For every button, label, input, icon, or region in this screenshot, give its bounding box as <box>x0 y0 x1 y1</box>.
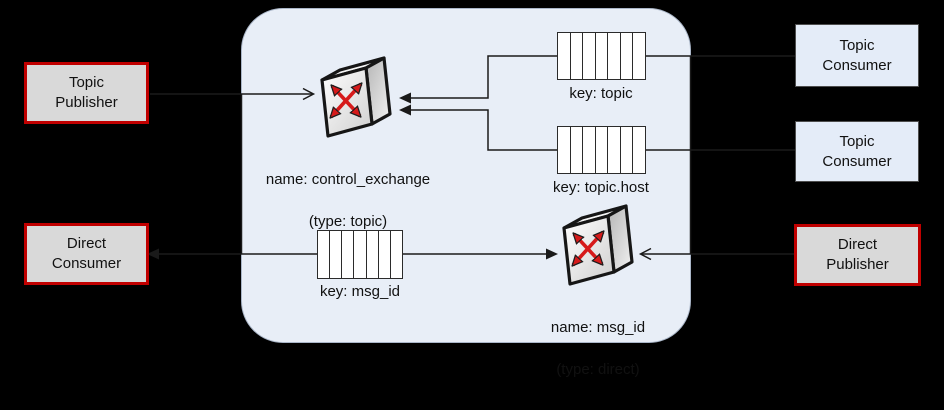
queue-cell <box>633 33 645 79</box>
msg-id-exchange-type: (type: direct) <box>556 361 640 378</box>
queue-cell <box>596 33 609 79</box>
queue-cell <box>608 127 621 173</box>
queue-cell <box>571 33 584 79</box>
queue-cell <box>621 127 634 173</box>
control-exchange-type: (type: topic) <box>308 213 388 230</box>
queue-cell <box>379 231 391 278</box>
queue-msg-id <box>317 230 403 279</box>
direct-consumer-node: Direct Consumer <box>24 223 149 285</box>
queue-topic-label: key: topic <box>569 85 633 102</box>
queue-cell <box>621 33 634 79</box>
queue-cell <box>583 33 596 79</box>
control-exchange-label: name: control_exchange (type: topic) <box>248 148 448 253</box>
direct-publisher-label: Direct Publisher <box>826 236 889 273</box>
queue-cell <box>558 33 571 79</box>
topic-publisher-label: Topic Publisher <box>55 74 118 111</box>
queue-msg-id-label: key: msg_id <box>319 283 401 300</box>
queue-cell <box>558 127 571 173</box>
queue-cell <box>596 127 609 173</box>
msg-id-exchange-label: name: msg_id (type: direct) <box>498 296 698 401</box>
queue-topic-host-label: key: topic.host <box>553 179 649 196</box>
direct-publisher-node: Direct Publisher <box>794 224 921 286</box>
queue-cell <box>330 231 343 278</box>
topic-consumer-node-top: Topic Consumer <box>795 24 919 87</box>
queue-cell <box>354 231 367 278</box>
queue-cell <box>367 231 379 278</box>
queue-cell <box>342 231 355 278</box>
queue-cell <box>633 127 645 173</box>
queue-cell <box>571 127 584 173</box>
topic-consumer-node-bottom: Topic Consumer <box>795 121 919 182</box>
control-exchange-name: name: control_exchange <box>265 171 431 188</box>
queue-topic-host <box>557 126 646 174</box>
queue-cell <box>318 231 331 278</box>
queue-cell <box>608 33 621 79</box>
queue-topic <box>557 32 646 80</box>
topic-consumer-label: Topic Consumer <box>822 36 892 74</box>
direct-consumer-label: Direct Consumer <box>51 235 122 272</box>
queue-cell <box>583 127 596 173</box>
topic-consumer-label: Topic Consumer <box>822 132 892 170</box>
msg-id-exchange-name: name: msg_id <box>550 319 646 336</box>
topic-publisher-node: Topic Publisher <box>24 62 149 124</box>
